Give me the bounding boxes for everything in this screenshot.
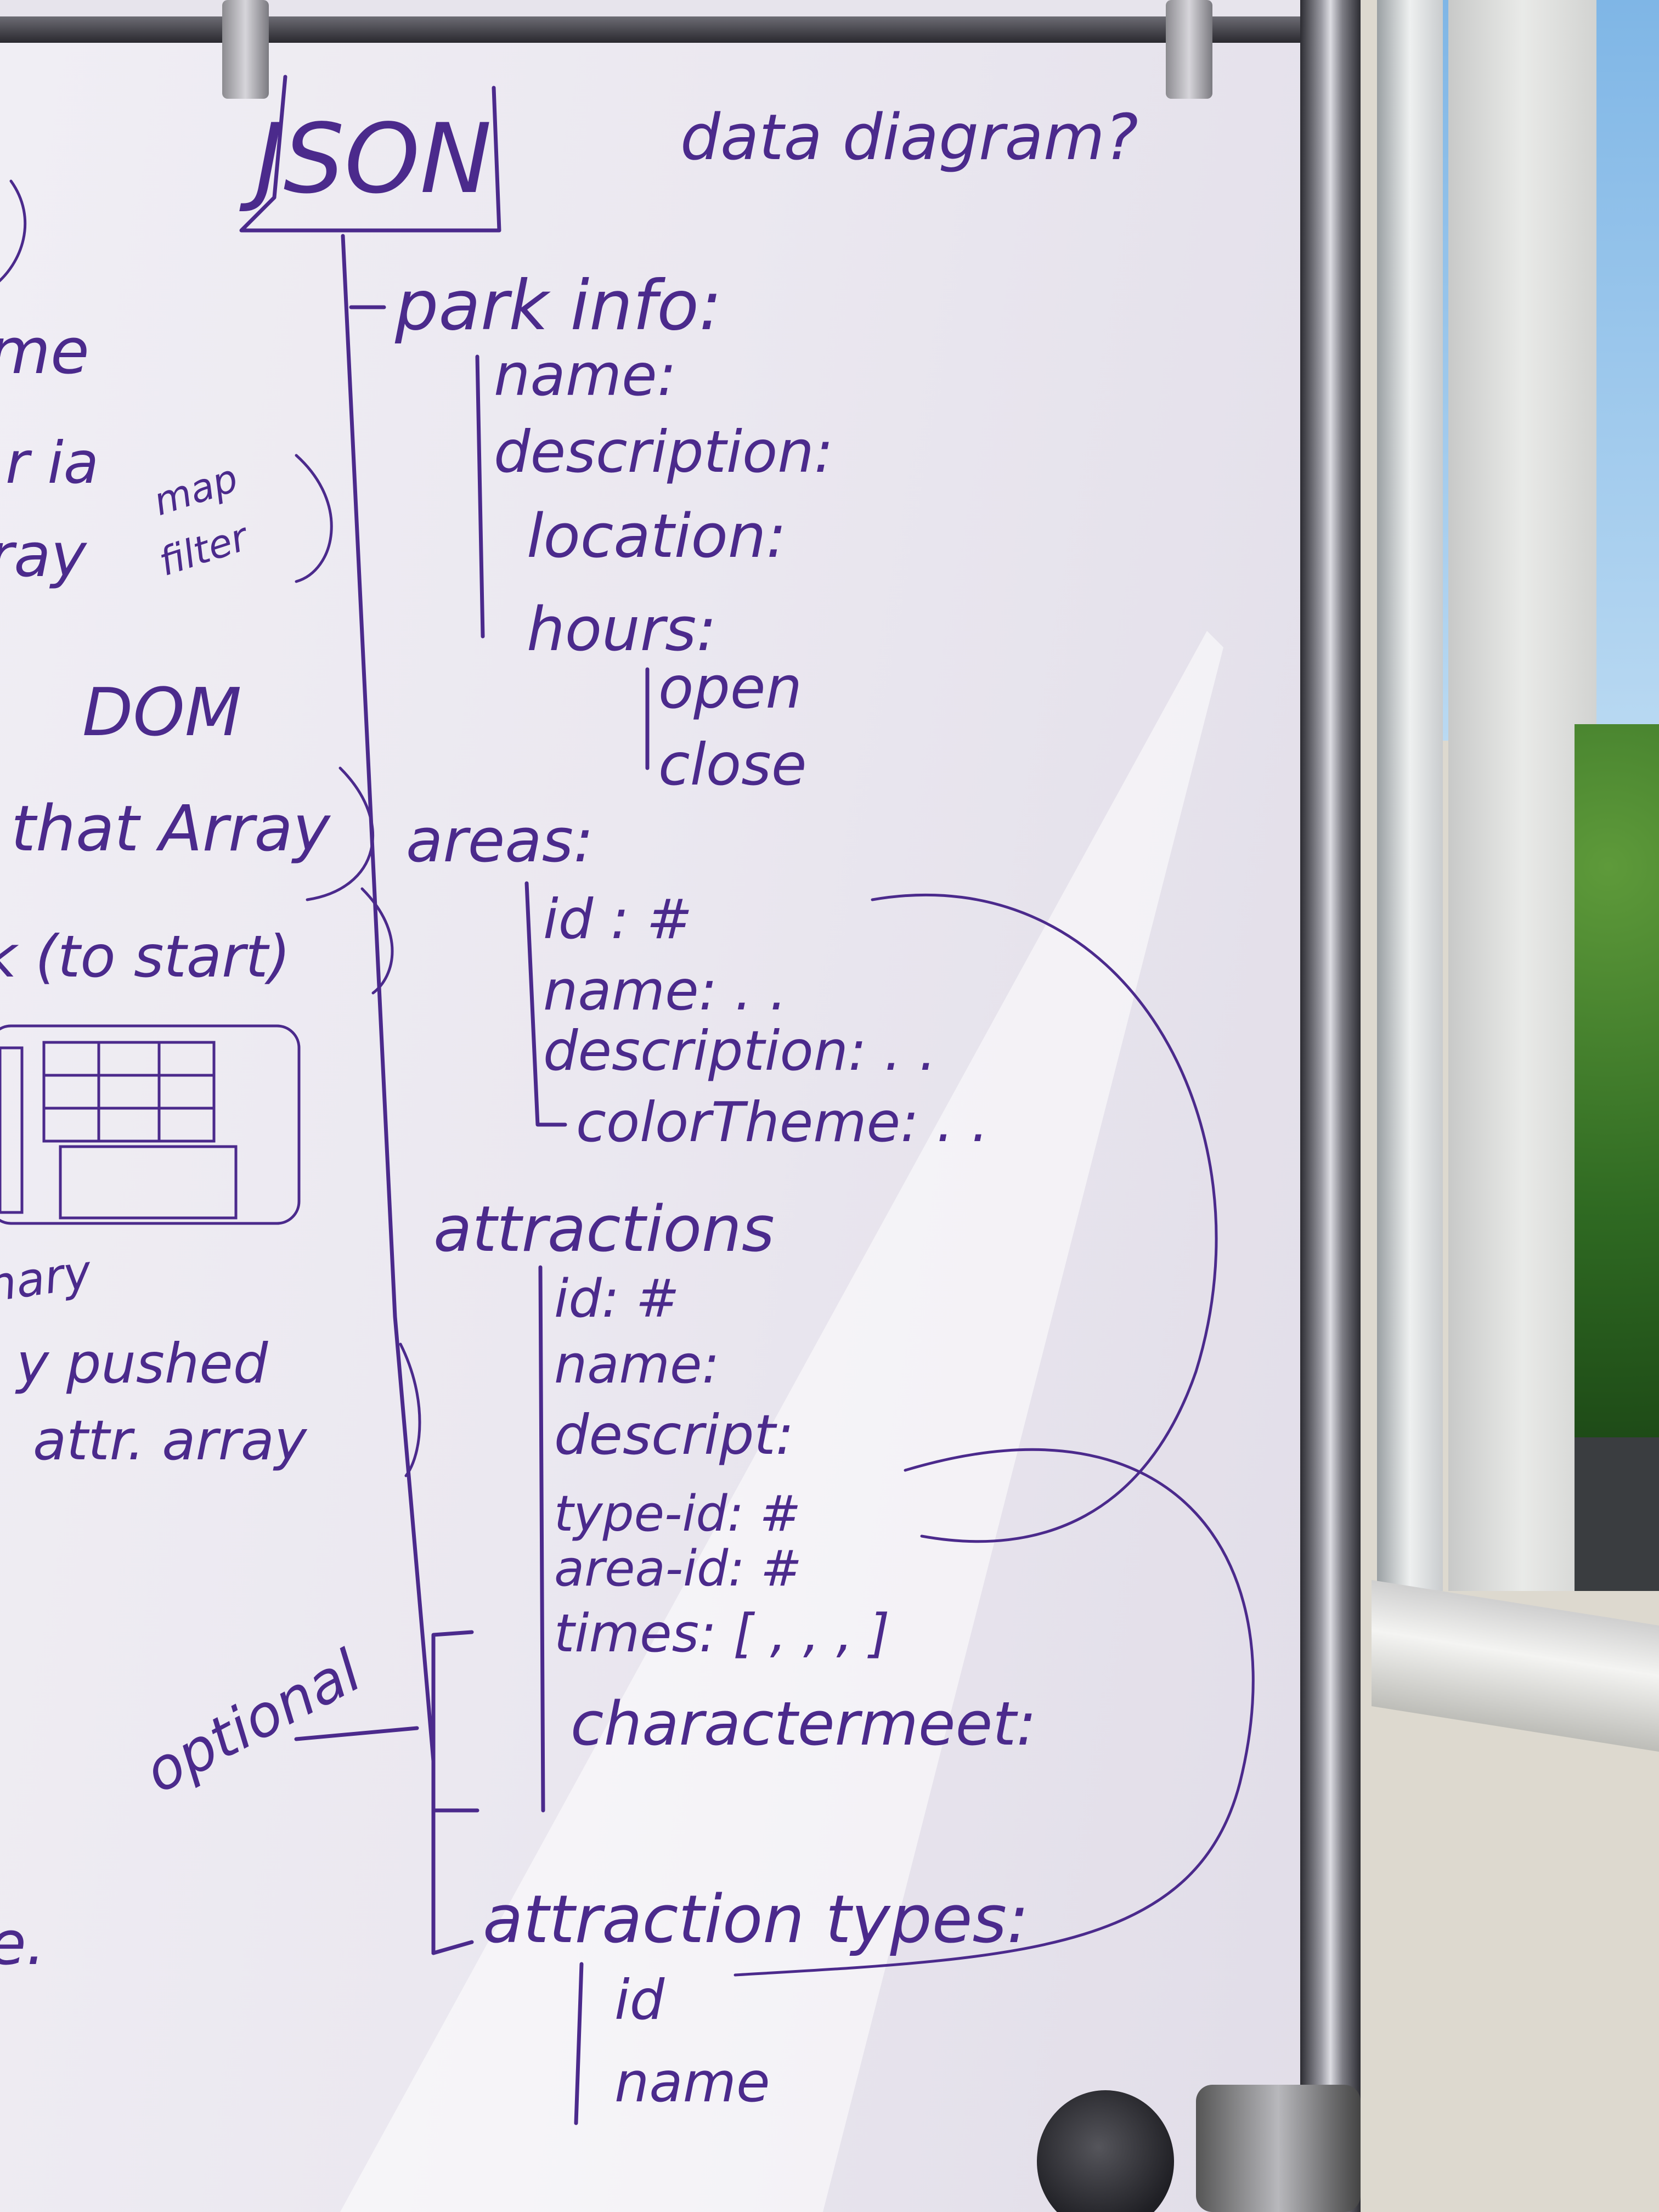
window-frame [1377, 0, 1443, 1591]
attraction-types-label: attraction types: [483, 1882, 1029, 1958]
areas-description: description: . . [543, 1019, 936, 1083]
left-note-10: y pushed [15, 1331, 268, 1396]
park-name: name: [494, 342, 676, 409]
sketch-device [0, 1024, 301, 1225]
start-paren [360, 887, 394, 995]
areas-relationship-loop [871, 893, 1218, 1543]
board-stand-pole [1300, 0, 1361, 2212]
left-note-7: that Array [11, 792, 331, 866]
attractions-line [538, 1265, 545, 1813]
left-note-9: nary [0, 1245, 95, 1313]
stand-clamp [1196, 2085, 1361, 2212]
left-note-2: r ia [5, 430, 99, 496]
park-location: location: [527, 501, 787, 571]
attraction-types-id: id [614, 1968, 665, 2032]
park-info-label: park info: [394, 266, 722, 346]
attraction-types-name: name [614, 2050, 770, 2114]
hours-open: open [658, 654, 802, 721]
hours-close: close [658, 731, 806, 798]
outside-building-wall [1448, 0, 1596, 1591]
parking-lot [1575, 1437, 1659, 1591]
areas-id: id : # [543, 887, 692, 951]
title: JSON [239, 104, 492, 215]
array-paren [306, 766, 375, 901]
left-note-6: DOM [82, 675, 241, 751]
attr-times: times: [ , , , ] [554, 1604, 890, 1664]
park-hours: hours: [527, 594, 716, 664]
areas-label: areas: [406, 805, 594, 876]
areas-name: name: . . [543, 958, 787, 1023]
park-description: description: [494, 419, 833, 486]
left-note-3: ray [0, 520, 88, 590]
attr-descript: descript: [554, 1403, 794, 1467]
attractions-label: attractions [433, 1193, 775, 1266]
optional-bracket [431, 1630, 479, 1813]
attr-character-meet: charactermeet: [571, 1689, 1036, 1759]
question-note: data diagram? [680, 101, 1138, 174]
park-info-line [475, 354, 485, 639]
left-note-4: map [148, 455, 243, 524]
trunk-line [341, 234, 436, 1955]
map-filter-paren [295, 454, 333, 583]
right-bracket [1166, 0, 1212, 99]
optional-label: optional [134, 1638, 371, 1807]
attr-type-id: type-id: # [554, 1485, 801, 1543]
pushed-paren [399, 1342, 421, 1477]
attraction-types-line [574, 1962, 584, 2125]
left-bracket [222, 0, 269, 99]
trees [1575, 724, 1659, 1437]
areas-color-theme: colorTheme: . . [576, 1090, 989, 1154]
attraction-types-tick [431, 1940, 474, 1955]
attr-id: id: # [554, 1269, 680, 1329]
left-note-12: e. [0, 1908, 46, 1978]
attr-name: name: [554, 1335, 719, 1395]
left-note-8: k (to start) [0, 923, 290, 990]
types-relationship-loop [733, 1448, 1255, 1977]
optional-pointer [294, 1726, 419, 1741]
areas-line [524, 881, 567, 1127]
attr-area-id: area-id: # [554, 1540, 802, 1598]
title-box [239, 75, 501, 233]
left-paren-arc [0, 179, 27, 283]
left-note-1: me [0, 315, 89, 388]
left-note-11: attr. array [33, 1408, 308, 1472]
left-note-5: filter [154, 514, 255, 585]
